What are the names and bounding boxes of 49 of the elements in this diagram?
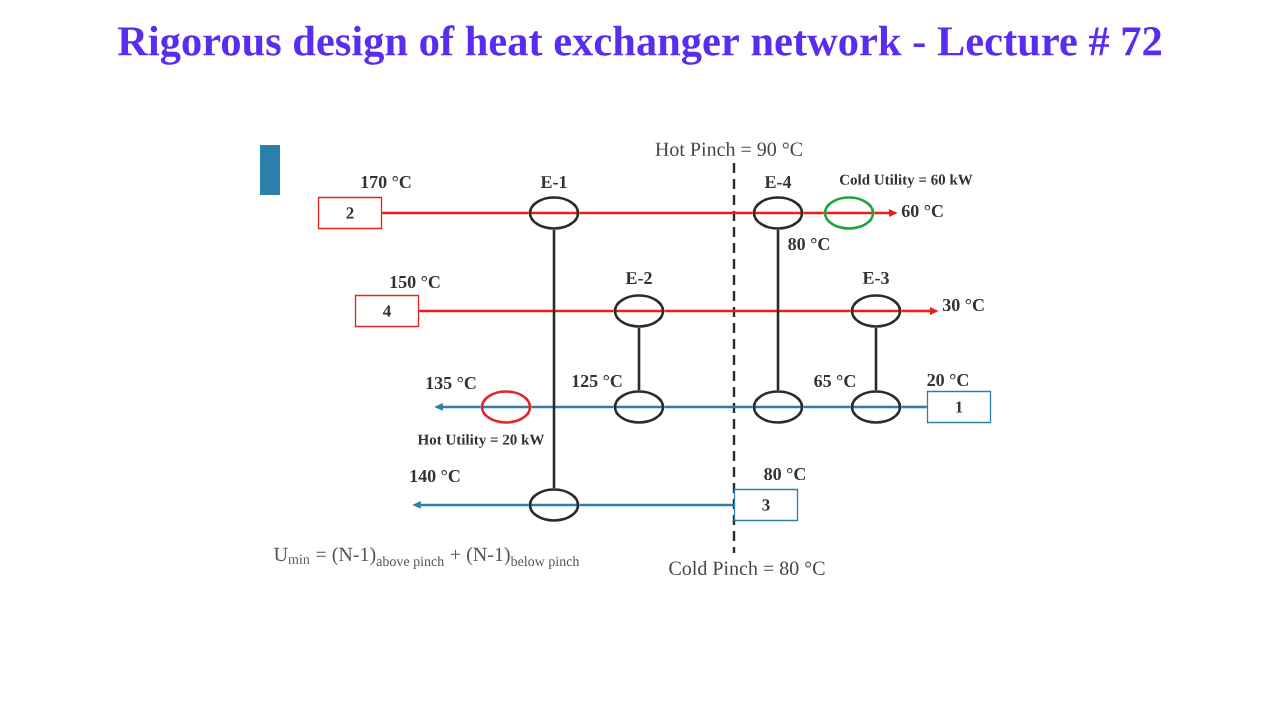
exchanger-link — [874, 327, 878, 391]
temperature-label: 150 °C — [390, 275, 440, 289]
title: Rigorous design of heat exchanger network - Lecture # 72 — [117, 25, 1161, 65]
exchanger-ellipse — [850, 390, 902, 424]
temperature-label: 60 °C — [901, 204, 943, 218]
stream-box: 4 — [354, 294, 420, 328]
exchanger-label: E-4 — [764, 176, 792, 188]
exchanger-label: E-3 — [862, 271, 889, 285]
exchanger-ellipse — [752, 390, 804, 424]
stream-box: 1 — [926, 390, 992, 424]
pinch-label: Cold Pinch = 80 °C — [669, 560, 825, 575]
stream-line — [579, 503, 734, 507]
exchanger-ellipse — [528, 488, 580, 522]
exchanger-ellipse — [528, 196, 580, 230]
temperature-label: 30 °C — [942, 298, 984, 312]
exchanger-link — [637, 327, 641, 391]
temperature-label: 80 °C — [764, 467, 805, 481]
temperature-label: 125 °C — [572, 374, 622, 388]
exchanger-link — [776, 229, 780, 391]
exchanger-ellipse — [613, 294, 665, 328]
cooler-ellipse — [823, 196, 875, 230]
temperature-label: 170 °C — [361, 175, 411, 189]
stream-line — [382, 211, 529, 215]
stream-box: 2 — [317, 196, 383, 230]
exchanger-ellipse — [613, 390, 665, 424]
temperature-label: 140 °C — [410, 469, 460, 483]
stream-line — [901, 405, 927, 409]
stream-box: 3 — [733, 488, 799, 522]
heater-ellipse — [480, 390, 532, 424]
pinch-label: Hot Pinch = 90 °C — [655, 141, 802, 156]
temperature-label: 20 °C — [927, 373, 968, 387]
stream-line — [419, 309, 614, 313]
stream-line — [664, 405, 753, 409]
stream-line — [803, 405, 851, 409]
formula-text: $\text{U}_{\text{min}}\text{ = (N-1)}_{\text{above pinch}}\text{ + (N-1)}_{\text{below pinch}}$ — [274, 547, 580, 569]
utility-label: Cold Utility = 60 kW — [839, 174, 973, 188]
exchanger-link — [552, 229, 556, 489]
temperature-label: 135 °C — [426, 376, 476, 390]
exchanger-label: E-2 — [625, 272, 652, 284]
temperature-label: 80 °C — [788, 237, 829, 251]
stream-line — [531, 405, 614, 409]
exchanger-label: E-1 — [540, 176, 567, 188]
stream-line — [579, 211, 753, 215]
utility-label: Hot Utility = 20 kW — [417, 434, 545, 448]
exchanger-ellipse — [752, 196, 804, 230]
stream-line — [664, 309, 851, 313]
temperature-label: 65 °C — [814, 374, 855, 388]
exchanger-ellipse — [850, 294, 902, 328]
stream-line — [803, 211, 824, 215]
